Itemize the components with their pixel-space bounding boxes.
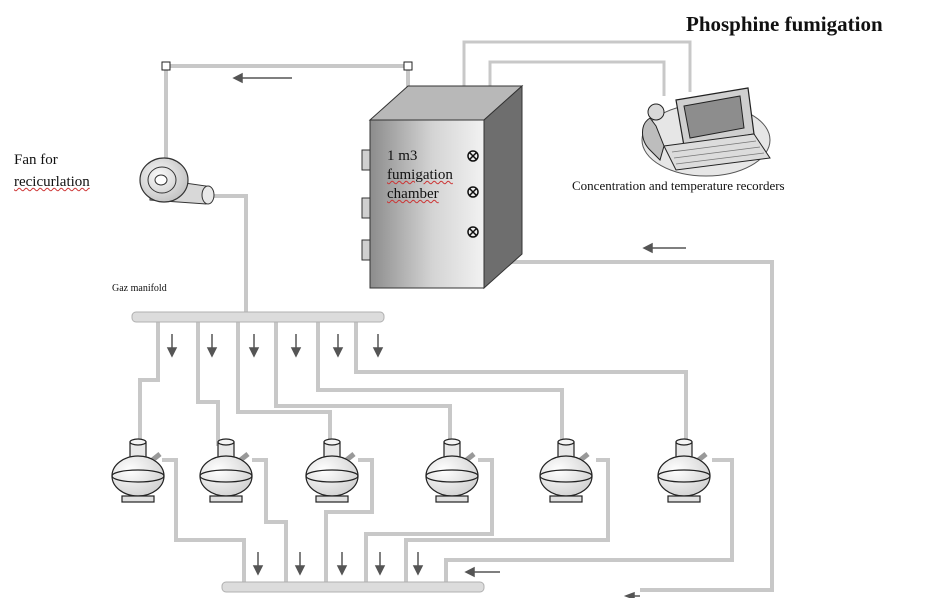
junction-left — [161, 61, 171, 71]
flask-icon — [657, 438, 711, 503]
recorders-label: Concentration and temperature recorders — [572, 178, 785, 193]
manifold-down-arrows — [166, 334, 384, 358]
flask-icon — [111, 438, 165, 503]
chamber-label: 1 m3 fumigation chamber — [387, 147, 453, 204]
chamber-label-line-1: 1 m3 — [387, 148, 418, 164]
fan-label-line-1: Fan for — [14, 152, 58, 168]
junction-right — [403, 61, 413, 71]
flask-icon — [539, 438, 593, 503]
return-down-arrows — [252, 552, 424, 576]
flask-icon — [425, 438, 479, 503]
flow-arrows — [232, 72, 686, 598]
manifold-label: Gaz manifold — [112, 283, 167, 294]
chamber-label-line-2: fumigation — [387, 167, 453, 183]
return-manifold — [221, 581, 485, 593]
pipe-network — [138, 40, 774, 592]
fumigation-chamber — [361, 84, 524, 290]
flask-icon — [199, 438, 253, 503]
flask-group — [111, 438, 711, 503]
fan-label: Fan for recicurlation — [14, 149, 90, 193]
recirculation-fan-icon — [139, 157, 215, 205]
diagram-title: Phosphine fumigation — [686, 12, 883, 36]
fan-label-line-2: recicurlation — [14, 174, 90, 190]
chamber-label-line-3: chamber — [387, 186, 439, 202]
valve-icon — [467, 150, 479, 238]
flask-icon — [305, 438, 359, 503]
gas-manifold — [131, 311, 385, 323]
computer-recorder-icon — [641, 87, 771, 177]
